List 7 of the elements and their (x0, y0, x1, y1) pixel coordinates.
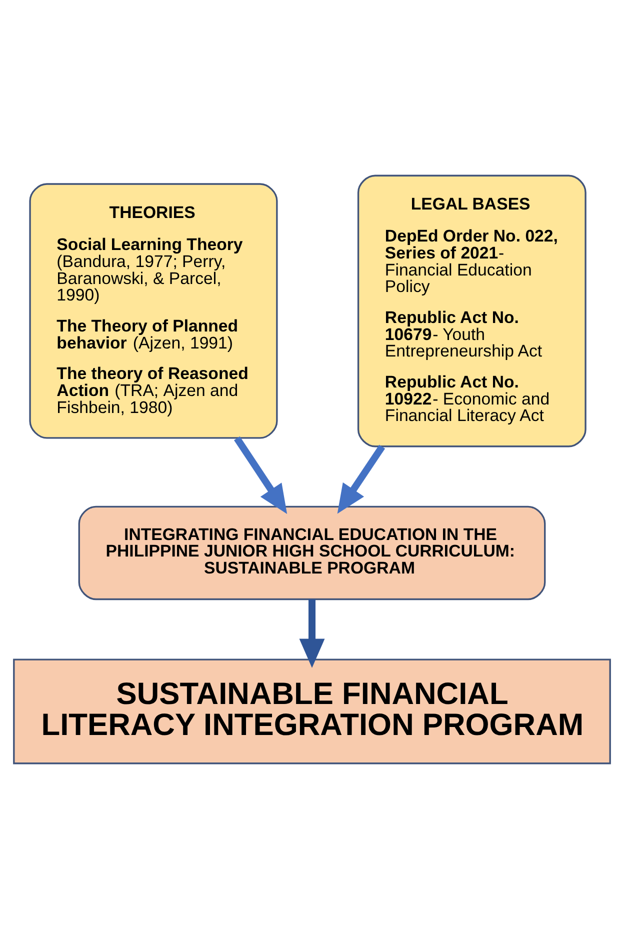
arrow (234, 436, 288, 514)
arrow (337, 444, 386, 514)
node-box: SUSTAINABLE FINANCIAL LITERACY INTEGRATION PROGRAM (13, 658, 611, 764)
node-box: THEORIES Social Learning Theory (Bandura, 1977; Perry, Baranowski, & Parcel, 1990) The Theory of Planned behavior (Ajzen, 1991) The theory of Reasoned Action (TRA; Ajzen and Fishbein, 1980) (29, 182, 278, 438)
node-box: LEGAL BASES DepEd Order No. 022, Series of 2021- Financial Education Policy Republic Act No. 10679- Youth Entrepreneurship Act Republic Act No. 10922- Economic and Financial Literacy Act (357, 174, 586, 447)
node-box: INTEGRATING FINANCIAL EDUCATION IN THE PHILIPPINE JUNIOR HIGH SCHOOL CURRICULUM: SUSTAINABLE PROGRAM (78, 505, 546, 600)
arrow (299, 598, 325, 668)
